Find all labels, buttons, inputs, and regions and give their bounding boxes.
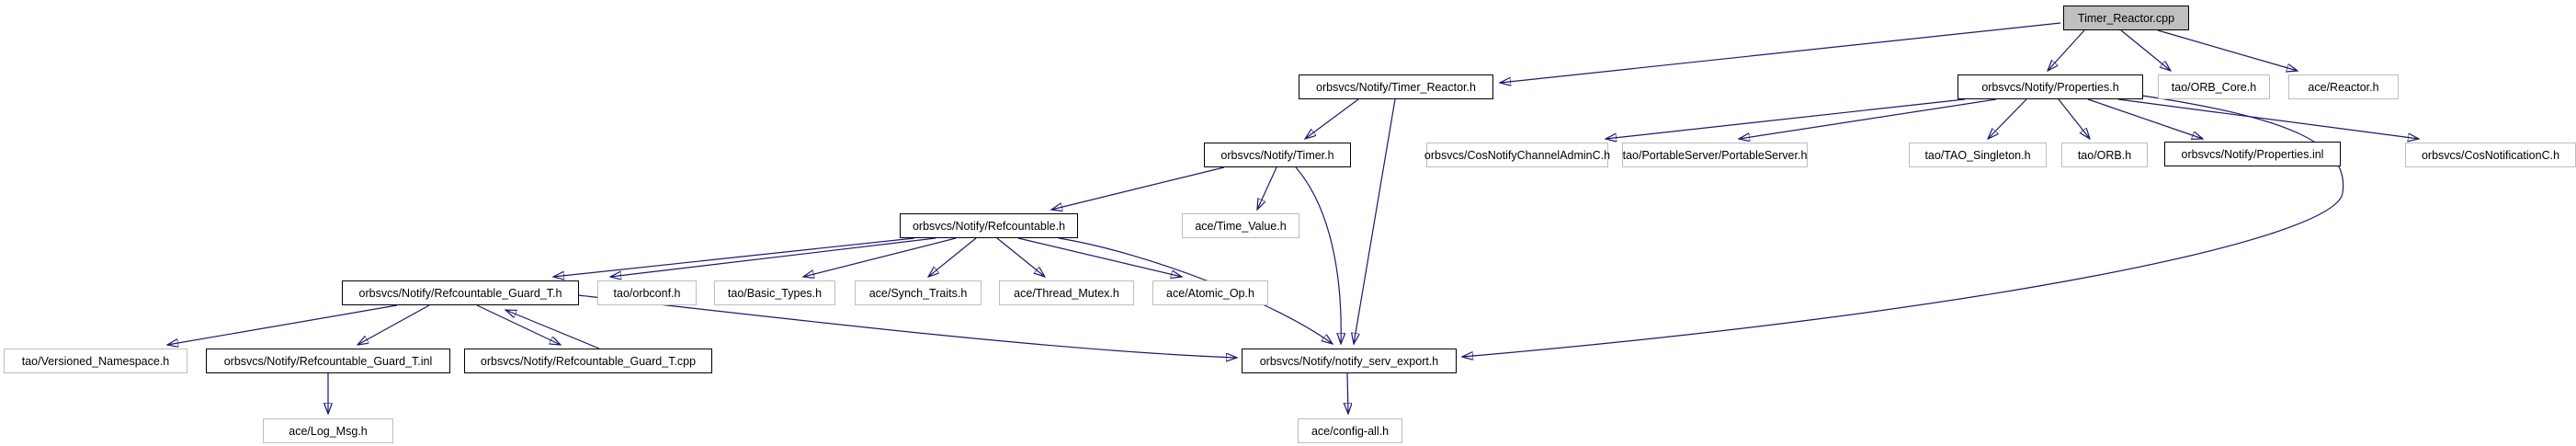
node-refcountable-guard-t-cpp[interactable]: orbsvcs/Notify/Refcountable_Guard_T.cpp: [464, 349, 712, 373]
edge-properties_h-to-cos_notify_channel_admin_c_h: [1606, 98, 1966, 139]
edge-refcountable_guard_t_h-to-notify_serv_export_h: [577, 294, 1237, 358]
node-properties-h[interactable]: orbsvcs/Notify/Properties.h: [1958, 74, 2143, 99]
node-portable-server-h: tao/PortableServer/PortableServer.h: [1622, 143, 1808, 167]
node-reactor-h: ace/Reactor.h: [2288, 74, 2399, 99]
node-timer-h[interactable]: orbsvcs/Notify/Timer.h: [1204, 143, 1351, 167]
edge-properties_h-to-portable_server_h: [1739, 98, 1997, 139]
node-orb-core-h: tao/ORB_Core.h: [2158, 74, 2270, 99]
node-basic-types-h: tao/Basic_Types.h: [714, 280, 835, 305]
edge-refcountable_h-to-synch_traits_h: [928, 237, 977, 277]
node-tao-singleton-h: tao/TAO_Singleton.h: [1909, 143, 2047, 167]
edge-timer_reactor_h-to-notify_serv_export_h: [1354, 98, 1396, 344]
node-refcountable-h[interactable]: orbsvcs/Notify/Refcountable.h: [900, 213, 1078, 238]
node-properties-inl[interactable]: orbsvcs/Notify/Properties.inl: [2164, 142, 2341, 166]
node-timer-reactor-h[interactable]: orbsvcs/Notify/Timer_Reactor.h: [1299, 74, 1493, 99]
node-cos-notify-channel-admin-c-h: orbsvcs/CosNotifyChannelAdminC.h: [1424, 143, 1610, 167]
edge-refcountable_h-to-atomic_op_h: [1017, 237, 1182, 277]
edge-timer_reactor_cpp-to-timer_reactor_h: [1500, 22, 2061, 83]
node-notify-serv-export-h[interactable]: orbsvcs/Notify/notify_serv_export.h: [1242, 349, 1457, 373]
edge-refcountable_h-to-basic_types_h: [803, 237, 957, 277]
node-refcountable-guard-t-h[interactable]: orbsvcs/Notify/Refcountable_Guard_T.h: [342, 280, 579, 305]
node-orbconf-h: tao/orbconf.h: [597, 280, 697, 305]
edge-properties_h-to-cos_notification_c_h: [2117, 98, 2419, 139]
node-timer-reactor-cpp: Timer_Reactor.cpp: [2063, 6, 2189, 30]
edge-timer_h-to-time_value_h: [1257, 166, 1277, 210]
node-thread-mutex-h: ace/Thread_Mutex.h: [999, 280, 1134, 305]
edge-timer_h-to-refcountable_h: [1051, 166, 1225, 210]
node-config-all-h: ace/config-all.h: [1298, 418, 1402, 443]
edge-timer_reactor_cpp-to-properties_h: [2048, 29, 2085, 71]
edge-properties_h-to-tao_orb_h: [2058, 98, 2090, 139]
edge-refcountable_h-to-thread_mutex_h: [996, 237, 1045, 277]
node-atomic-op-h: ace/Atomic_Op.h: [1152, 280, 1268, 305]
node-synch-traits-h: ace/Synch_Traits.h: [855, 280, 982, 305]
edge-timer_reactor_h-to-timer_h: [1305, 98, 1359, 139]
node-time-value-h: ace/Time_Value.h: [1182, 213, 1299, 238]
node-log-msg-h: ace/Log_Msg.h: [263, 418, 393, 443]
edge-refcountable_guard_t_h-to-versioned_namespace_h: [167, 304, 398, 345]
edge-timer_reactor_cpp-to-reactor_h: [2157, 29, 2298, 71]
edge-refcountable_h-to-orbconf_h: [610, 237, 936, 277]
edge-refcountable_guard_t_h-to-refcountable_guard_t_cpp: [476, 304, 561, 345]
node-refcountable-guard-t-inl[interactable]: orbsvcs/Notify/Refcountable_Guard_T.inl: [206, 349, 450, 373]
edge-refcountable_guard_t_h-to-refcountable_guard_t_inl: [357, 304, 430, 345]
node-versioned-namespace-h: tao/Versioned_Namespace.h: [4, 349, 187, 373]
edge-properties_h-to-tao_singleton_h: [1988, 98, 2027, 139]
edge-notify_serv_export_h-to-config_all_h: [1347, 372, 1348, 414]
node-tao-orb-h: tao/ORB.h: [2061, 143, 2148, 167]
edge-timer_h-to-notify_serv_export_h: [1295, 166, 1341, 344]
edge-timer_reactor_cpp-to-orb_core_h: [2120, 29, 2171, 71]
edge-refcountable_guard_t_cpp-to-refcountable_guard_t_h: [505, 310, 600, 349]
node-cos-notification-c-h: orbsvcs/CosNotificationC.h: [2405, 143, 2576, 167]
edge-properties_h-to-notify_serv_export_h: [1462, 95, 2344, 357]
edge-refcountable_h-to-refcountable_guard_t_h: [553, 237, 915, 277]
edge-properties_h-to-properties_inl: [2087, 98, 2203, 139]
